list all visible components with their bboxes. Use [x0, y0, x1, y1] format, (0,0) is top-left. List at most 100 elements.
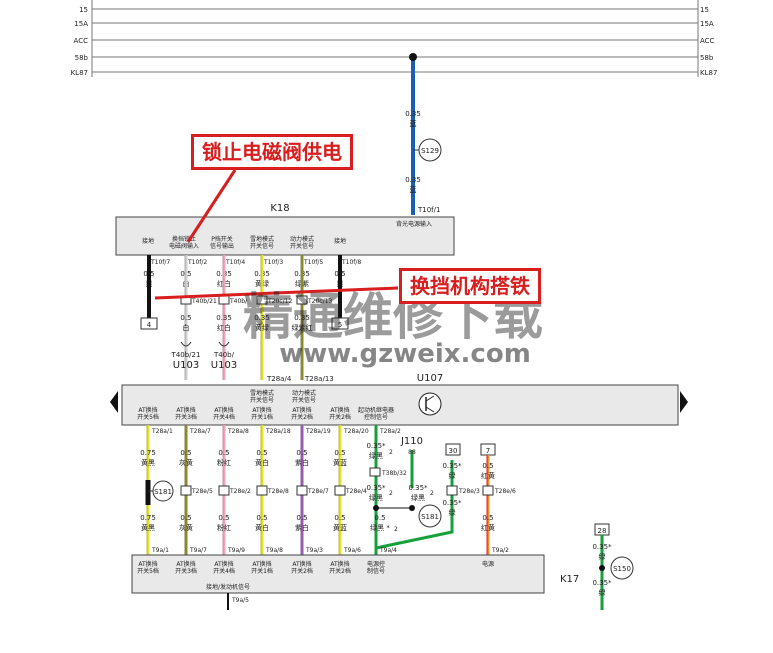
- k17-label: AT换挡开关3档: [175, 560, 197, 575]
- right-size-1: 0.35*: [592, 543, 612, 551]
- k17-pin: T9a/8: [265, 547, 283, 554]
- mid-inline-pin: T28e/4: [345, 488, 367, 495]
- splice-s181b-label: S181: [421, 513, 439, 521]
- w7-color: 红黄: [481, 471, 495, 480]
- k17-label: AT换挡开关1档: [251, 560, 273, 575]
- right-arrow-icon: [680, 391, 688, 413]
- k18-wire-color2: 白: [183, 323, 190, 332]
- k18-label-snow: 雪地模式开关信号: [250, 235, 274, 250]
- mid-lower-color: 黄蓝: [333, 523, 347, 532]
- right-size-2: 0.35*: [592, 579, 612, 587]
- u107-box: [121, 384, 679, 426]
- t28e3-connector: [446, 485, 458, 496]
- k17-pin: T9a/3: [305, 547, 323, 554]
- green-wire2-size: 0.35*: [366, 484, 386, 492]
- splice-s129-label: S129: [421, 147, 439, 155]
- pin-88: 88: [408, 449, 416, 456]
- callout-lock-pointer: [186, 169, 237, 243]
- top-wire-size-1: 0.35: [405, 110, 421, 118]
- top-wire-color-1: 蓝: [410, 119, 417, 128]
- splice-s181b: [418, 504, 442, 528]
- inline-connector: [256, 485, 268, 496]
- u107-power-label: 动力模式开关信号: [292, 389, 316, 404]
- mid-wire-size: 0.5: [180, 449, 191, 457]
- u103-symbol-2: [218, 341, 230, 347]
- k18-label-power: 动力模式开关信号: [290, 235, 314, 250]
- t28e6-pin: T28e/6: [494, 488, 516, 495]
- u107-pin-top: T28a/4: [266, 375, 292, 383]
- k17-label: AT换挡开关5档: [137, 560, 159, 575]
- k17-ground-label: 接地/发动机信号: [206, 583, 250, 591]
- u107-bottom-pin: T28a/8: [227, 428, 249, 435]
- bus-label-left: 15A: [74, 20, 88, 28]
- w7-size: 0.5: [482, 462, 493, 470]
- splice-s150-label: S150: [613, 565, 631, 573]
- k17-name: K17: [560, 574, 579, 585]
- bus-label-left: 58b: [75, 54, 89, 62]
- bus-label-right: ACC: [700, 37, 715, 45]
- green-r2-color: 绿: [449, 508, 456, 517]
- u107-pin-top-2: T28a/13: [304, 375, 334, 383]
- right-junction-dot: [599, 565, 605, 571]
- k18-wire-size2: 0.5: [180, 314, 191, 322]
- mid-lower-color: 灰黄: [179, 523, 193, 532]
- mid-inline-pin: T28e/2: [229, 488, 251, 495]
- ground-box: [140, 317, 158, 330]
- green-junction-dot-2: [409, 505, 415, 511]
- transistor-icon: [418, 392, 442, 416]
- k18-name: K18: [270, 203, 289, 214]
- u107-bottom-pin: T28a/1: [151, 428, 173, 435]
- k18-wire-size2: 0.35: [254, 314, 270, 322]
- k18-wire-size2: 0.35: [216, 314, 232, 322]
- k17-label: AT换挡开关2档: [291, 560, 313, 575]
- inline-connector: [256, 295, 268, 305]
- ground-box-label: 5: [338, 321, 342, 329]
- k18-pin2: T40b/: [229, 298, 248, 305]
- mid-lower-size: 0.75: [140, 514, 156, 522]
- green-r1-color: 绿黑: [411, 493, 425, 502]
- u103-pin-2: T40b/: [213, 351, 235, 359]
- right-color-2: 绿: [599, 588, 606, 597]
- k18-label-shift: 换挡锁止电磁阀输入: [169, 235, 199, 250]
- box-7-label: 7: [486, 447, 490, 455]
- mid-lower-color: 紫白: [295, 523, 309, 532]
- bus-label-left: ACC: [74, 37, 89, 45]
- t28e3-pin: T28e/3: [458, 488, 480, 495]
- inline-connector: [296, 295, 308, 305]
- u107-bottom-label: 起动机继电器控制信号: [358, 406, 394, 421]
- mid-wire-size: 0.5: [334, 449, 345, 457]
- splice-s181-label: S181: [154, 488, 172, 496]
- k17-ground-pin: T9a/5: [231, 597, 249, 604]
- u107-name: U107: [417, 373, 443, 384]
- u107-bottom-label: AT换挡开关2档: [291, 406, 313, 421]
- k17-label: AT换挡开关4档: [213, 560, 235, 575]
- green-r2-size: 0.35*: [442, 499, 462, 507]
- green-wire2-mark: 2: [389, 490, 393, 497]
- mid-lower-color: 粉红: [217, 523, 231, 532]
- mid-wire-color: 黄白: [255, 458, 269, 467]
- bus-label-right: KL87: [700, 69, 717, 77]
- mid-lower-size: 0.5: [296, 514, 307, 522]
- box-28-label: 28: [598, 527, 607, 535]
- top-wire-pin: T10f/1: [417, 206, 440, 214]
- mid-wire-color: 粉红: [217, 458, 231, 467]
- k17-pin: T9a/2: [491, 547, 509, 554]
- green-wire1-color: 绿黑: [369, 451, 383, 460]
- k18-pin2: T20c/13: [307, 298, 332, 305]
- k17-pin: T9a/6: [343, 547, 361, 554]
- k18-label-ground2: 接地: [334, 237, 346, 245]
- bus-label-right: 15: [700, 6, 709, 14]
- k18-wire-color2: 红白: [217, 323, 231, 332]
- green-lower-color: 绿黑 *: [370, 523, 390, 532]
- green-wire1-mark: 2: [389, 449, 393, 456]
- k17-label: AT换挡开关2档: [329, 560, 351, 575]
- k18-label-ground: 接地: [142, 237, 154, 245]
- mid-wire-color: 黄蓝: [333, 458, 347, 467]
- mid-lower-size: 0.5: [256, 514, 267, 522]
- mid-lower-color: 黄黑: [141, 523, 155, 532]
- mid-wire-size: 0.5: [218, 449, 229, 457]
- k18-box: [115, 216, 455, 256]
- u107-bottom-pin: T28a/20: [343, 428, 369, 435]
- watermark-url: www.gzweix.com: [279, 339, 531, 369]
- u103-pin: T40b/21: [171, 351, 201, 359]
